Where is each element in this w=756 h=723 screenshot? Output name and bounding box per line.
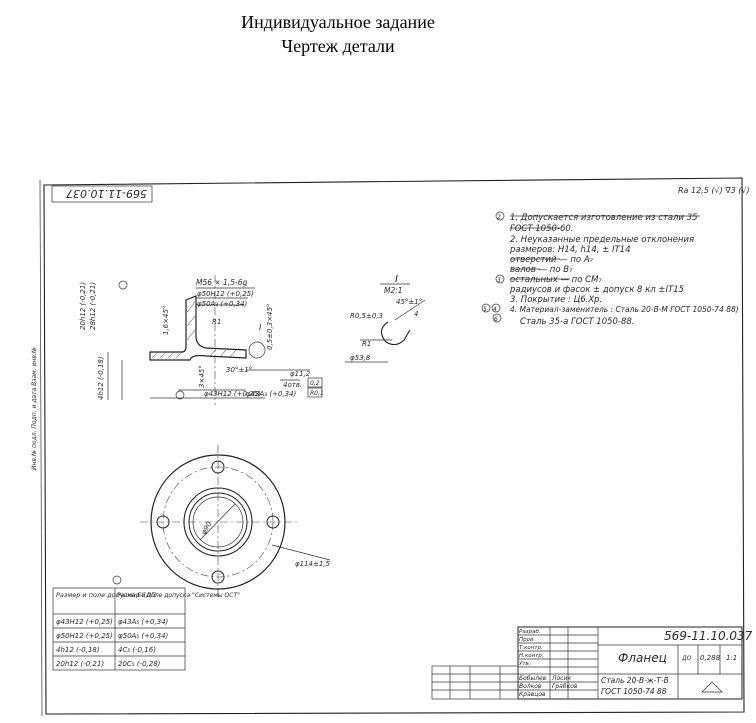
note-2d: валов — по B₇ (510, 265, 573, 275)
dim-chamfer1: 1,6×45° (162, 306, 170, 335)
dim-d20: 20h12 (-0,21) (79, 282, 87, 330)
tolerance-table: Размер и поле допуска ЕСДП Размер и поле… (52, 587, 240, 671)
dim-h4: 4h12 (-0,18) (97, 356, 105, 400)
dim-thread: М56 × 1,5-6g (196, 278, 247, 287)
section-view: I М56 × 1,5-6g φ50H12 (+0,25) φ50A₃ (+0,… (79, 275, 324, 405)
note-4b: Сталь 35-а ГОСТ 1050-88. (520, 317, 635, 327)
svg-text:2: 2 (497, 214, 501, 221)
title-material2: ГОСТ 1050-74 88 (601, 687, 667, 696)
sheet-border (43, 177, 745, 715)
dim-d50H12: φ50H12 (+0,25) (197, 290, 254, 298)
tol-r1c1: φ50A₅ (+0,34) (118, 632, 169, 640)
detail-scale: М2:1 (384, 286, 403, 295)
dim-d43A: φ43A₃ (+0,34) (246, 390, 297, 398)
title-block: 569-11.10.037 Фланец Сталь 20-В-ж-Т-В ГО… (431, 626, 753, 700)
title-name: Фланец (618, 651, 667, 665)
detail-w4: 4 (414, 310, 418, 318)
title-mass: 0,288 (700, 654, 721, 662)
plan-view: φ90 φ114±1,5 (112, 445, 331, 600)
tol-r2c0: 4h12 (-0,18) (56, 646, 100, 654)
name-1: Бобылев (519, 675, 547, 682)
roughness-mark: Ra 12,5 (√) ∇3 (√) (678, 186, 750, 195)
name-5: Грабков (552, 683, 578, 690)
note-2b: размеров: H14, h14, ± IT14 (509, 245, 631, 255)
note-2c: отверстий — по A₇ (510, 255, 594, 265)
detail-ang45: 45°±1° (396, 298, 422, 306)
staff-1: Разраб. (519, 629, 541, 635)
detail-d538: φ53,8 (350, 354, 371, 362)
svg-text:6: 6 (494, 316, 498, 323)
note-2: 2. Неуказанные предельные отклонения (510, 235, 694, 245)
note-2e: остальных — по СМ₇ (510, 275, 602, 285)
svg-text:4: 4 (493, 306, 497, 313)
note-4: 4. Материал-заменитель : Сталь 20-В-М ГО… (510, 305, 739, 314)
title-scale: 1:1 (726, 654, 737, 662)
dim-tol2: R0,1 (310, 390, 324, 397)
dim-tol1: 0,2 (310, 380, 320, 387)
page-heading: Индивидуальное задание (241, 12, 435, 32)
tol-r0c1: φ43A₅ (+0,34) (118, 618, 169, 626)
title-code: 569-11.10.037 (664, 629, 753, 643)
dim-d50A: φ50A₃ (+0,34) (197, 300, 248, 308)
detail-r05: R0,5±0,3 (350, 312, 383, 320)
dim-d114: φ114±1,5 (295, 560, 331, 568)
dim-r1: R1 (212, 318, 221, 326)
note-3: 3. Покрытие : Ц6.Хр. (510, 295, 602, 305)
stamp-box (51, 185, 153, 203)
tol-r3c1: 20C₅ (-0,28) (118, 660, 161, 668)
detail-view: I М2:1 R0,5±0,3 45°±1° 4 R1 φ53,8 (345, 274, 426, 363)
staff-2: Пров. (519, 637, 535, 643)
dim-d43H12: φ43H12 (+0,25) (204, 390, 261, 398)
tol-r0c0: φ43H12 (+0,25) (56, 618, 113, 626)
tol-col1: Размер и поле допуска ЕСДП (56, 591, 156, 599)
svg-text:3: 3 (497, 277, 501, 284)
title-material1: Сталь 20-В-ж-Т-В (601, 676, 669, 685)
dim-4holes: 4отв. (283, 381, 302, 389)
dim-chamfer2: 0,5±0,3×45° (266, 304, 274, 350)
note-1: 1. Допускается изготовление из стали 35 (510, 213, 698, 223)
dim-angle: 30°±1° (226, 366, 252, 374)
stamp-code: 569-11.10.037 (66, 187, 147, 200)
tol-r3c0: 20h12 (-0,21) (56, 660, 104, 668)
staff-5: Утв. (519, 661, 531, 667)
staff-4: Н.контр. (519, 653, 544, 659)
left-binding-line (39, 179, 43, 717)
staff-3: Т.контр. (519, 645, 543, 651)
tol-col2: Размер и поле допуска "Системы ОСТ" (117, 592, 240, 599)
name-3: Кравцов (519, 691, 546, 698)
svg-text:5: 5 (483, 306, 487, 313)
dim-d28: 28h12 (-0,21) (89, 282, 97, 330)
svg-text:I: I (259, 323, 262, 332)
technical-notes: 2 1. Допускается изготовление из стали 3… (481, 211, 739, 327)
tol-r2c1: 4C₅ (-0,16) (118, 646, 156, 654)
title-lit: ДО (681, 655, 692, 662)
page-subheading: Чертеж детали (281, 36, 395, 56)
note-1b: ГОСТ 1050-60. (510, 224, 573, 234)
name-4: Лосик (551, 675, 571, 682)
detail-r1: R1 (362, 340, 371, 348)
dim-d112: φ11,2 (290, 370, 311, 378)
side-stamp-text: Инв.№ подл. Подп. и дата Взам. инв.№ (31, 347, 38, 470)
name-2: Волков (519, 683, 542, 690)
tol-r1c0: φ50H12 (+0,25) (56, 632, 113, 640)
detail-label: I (395, 274, 398, 285)
note-2f: радиусов и фасок ± допуск 8 кл ±IT15 (509, 285, 684, 295)
dim-c3: 3×45° (198, 365, 206, 388)
